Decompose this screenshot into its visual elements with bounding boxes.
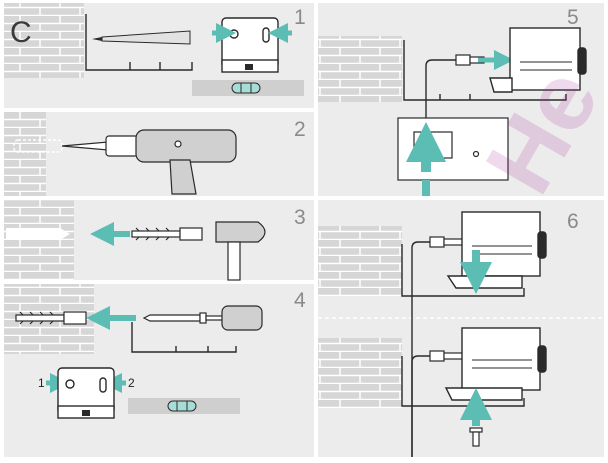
step-1-panel: C 1 [4, 3, 314, 108]
step-3-number: 3 [294, 206, 306, 229]
step-2-panel: 2 [4, 112, 314, 196]
wall-bracket-icon [401, 244, 525, 297]
wall-bracket-icon [131, 322, 237, 353]
camera-icon [446, 211, 547, 289]
step-6-panel: 6 [318, 200, 604, 457]
wall-bracket-icon [85, 14, 193, 71]
cable-line [411, 355, 430, 457]
brick-wall [318, 36, 402, 102]
step-5-panel: 5 [318, 3, 604, 196]
drill-hole-outline [13, 139, 63, 153]
cable-line [425, 59, 458, 196]
step-2-number: 2 [294, 118, 306, 141]
cable-plug-icon [429, 236, 465, 248]
screw-icon [469, 427, 483, 447]
step-4-number: 4 [294, 289, 306, 312]
spirit-level-icon [128, 398, 240, 414]
wall-plug-icon [131, 227, 203, 241]
wall-plug-icon [15, 311, 87, 325]
screw-icon [142, 312, 207, 324]
brick-wall [4, 3, 84, 78]
drilled-hole [6, 228, 70, 240]
hole-label-1: 1 [38, 376, 45, 390]
step-1-number: 1 [294, 6, 306, 29]
spirit-level-icon [192, 80, 304, 96]
screwdriver-icon [205, 305, 263, 331]
step-6-number: 6 [567, 210, 579, 233]
section-letter: C [10, 16, 32, 49]
wall-bracket-icon [403, 40, 567, 101]
brick-wall [318, 338, 402, 408]
cable-line [411, 241, 430, 457]
camera-icon [489, 27, 587, 93]
hole-label-2: 2 [128, 376, 135, 390]
brick-wall [4, 112, 46, 196]
cable-plug-icon [429, 350, 465, 362]
step-4-panel: 4 1 2 [4, 284, 314, 457]
pencil-icon [92, 30, 191, 45]
brick-wall [318, 226, 402, 296]
step-3-panel: 3 [4, 200, 314, 281]
bracket-front-icon [57, 367, 115, 419]
drill-icon [61, 129, 237, 195]
bracket-front-icon [221, 17, 279, 73]
step-5-number: 5 [567, 6, 579, 29]
hammer-icon [215, 221, 266, 281]
camera-icon [444, 327, 547, 401]
